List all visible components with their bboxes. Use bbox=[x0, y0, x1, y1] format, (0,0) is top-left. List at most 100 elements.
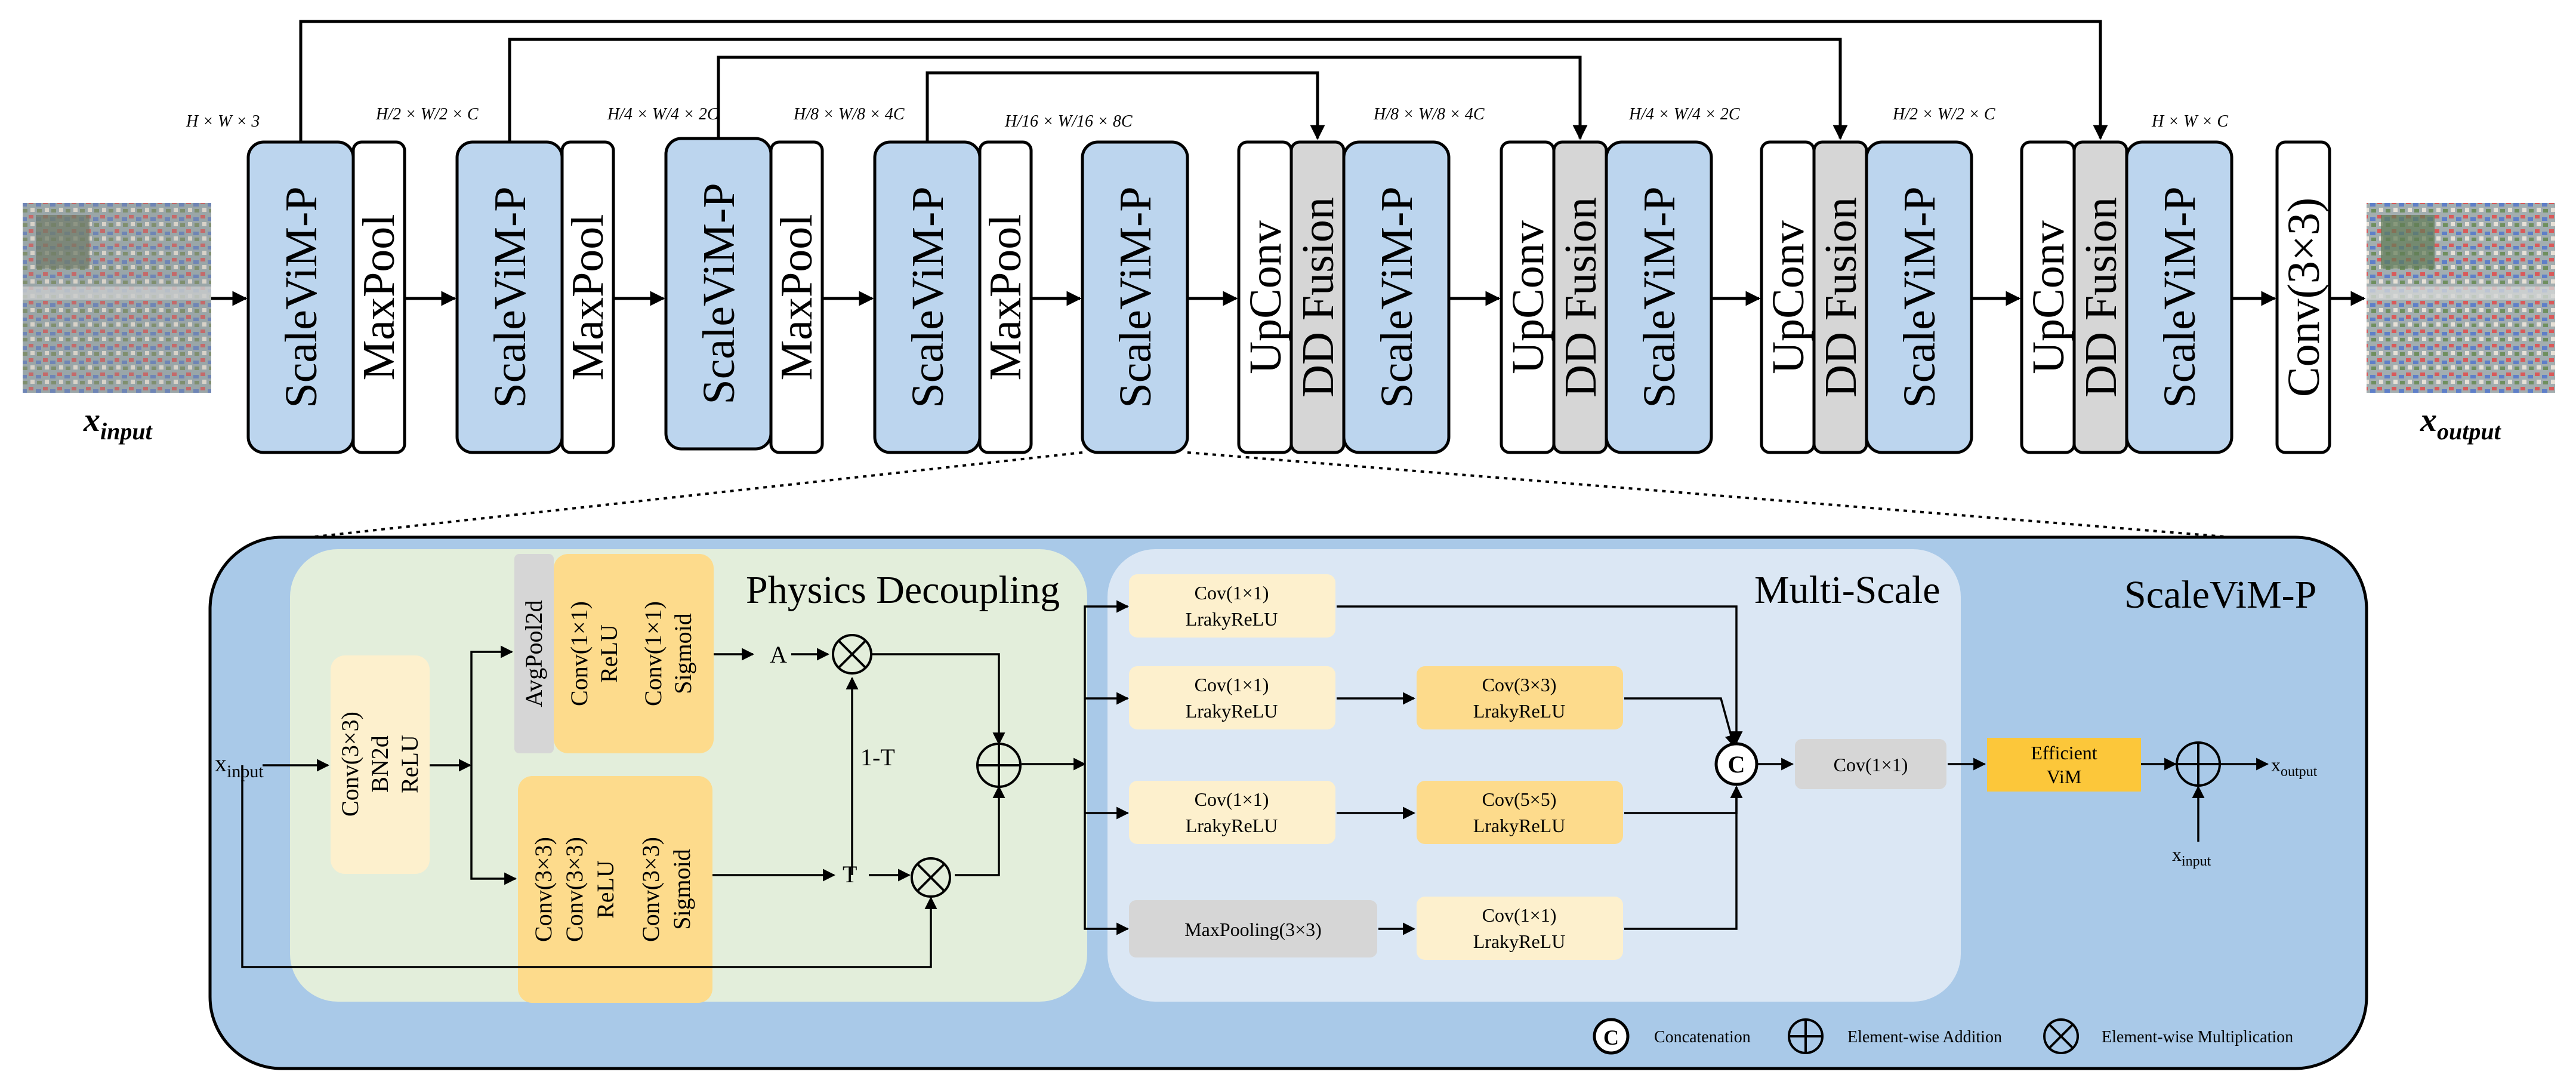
a-branch-label: ReLU bbox=[596, 624, 622, 683]
dim-label: H/2 × W/2 × C bbox=[375, 105, 479, 124]
ms-row3a-block: Cov(1×1) LrakyReLU bbox=[1129, 781, 1335, 844]
svg-text:MaxPooling(3×3): MaxPooling(3×3) bbox=[1184, 919, 1322, 940]
upconv-label: UpConv bbox=[2023, 220, 2074, 374]
svg-text:ViM: ViM bbox=[2047, 766, 2082, 787]
zoom-lines bbox=[310, 451, 2232, 538]
ms-row4b-block: Cov(1×1) LrakyReLU bbox=[1417, 897, 1623, 960]
svg-text:Cov(1×1): Cov(1×1) bbox=[1195, 582, 1269, 603]
legend-concat-label: Concatenation bbox=[1654, 1028, 1751, 1046]
svg-text:LrakyReLU: LrakyReLU bbox=[1473, 815, 1566, 836]
output-label: xoutput bbox=[2420, 402, 2502, 445]
scalevim-label: ScaleViM-P bbox=[1372, 186, 1422, 408]
conv-bn-label: Conv(3×3) bbox=[337, 712, 363, 817]
efficient-vim-block: Efficient ViM bbox=[1987, 738, 2141, 792]
final-conv-block: Conv(3×3) bbox=[2275, 140, 2331, 454]
svg-text:Efficient: Efficient bbox=[2031, 742, 2097, 763]
encoder-block-2: ScaleViM-P MaxPool bbox=[455, 140, 615, 454]
dim-label: H/8 × W/8 × 4C bbox=[793, 105, 905, 124]
conv-bn-label: BN2d bbox=[366, 735, 393, 793]
dd-fusion-label: DD Fusion bbox=[1816, 197, 1866, 398]
scalevim-label: ScaleViM-P bbox=[1110, 186, 1161, 408]
physics-title: Physics Decoupling bbox=[746, 568, 1060, 612]
legend-mul-label: Element-wise Multiplication bbox=[2102, 1028, 2293, 1046]
t-branch-label: Conv(3×3) bbox=[561, 837, 588, 942]
multiply-icon bbox=[832, 634, 872, 675]
upconv-label: UpConv bbox=[1241, 220, 1291, 374]
svg-text:LrakyReLU: LrakyReLU bbox=[1473, 931, 1566, 952]
input-label: xinput bbox=[83, 402, 153, 445]
conv-bn-relu-block bbox=[331, 655, 430, 874]
scalevim-label: ScaleViM-P bbox=[694, 183, 744, 404]
dd-fusion-label: DD Fusion bbox=[2076, 197, 2126, 398]
t-branch-label: Conv(3×3) bbox=[637, 837, 664, 942]
scalevim-label: ScaleViM-P bbox=[485, 186, 535, 408]
svg-text:LrakyReLU: LrakyReLU bbox=[1473, 700, 1566, 722]
dd-fusion-label: DD Fusion bbox=[1293, 197, 1343, 398]
scalevim-label: ScaleViM-P bbox=[276, 186, 326, 408]
bottleneck-block: ScaleViM-P bbox=[1081, 140, 1189, 454]
svg-text:Cov(1×1): Cov(1×1) bbox=[1195, 789, 1269, 810]
conv3x3-label: Conv(3×3) bbox=[2279, 198, 2329, 397]
t-branch-block bbox=[518, 776, 712, 1003]
ms-row2a-block: Cov(1×1) LrakyReLU bbox=[1129, 666, 1335, 729]
detail-x-input-2: xinput bbox=[2172, 843, 2211, 869]
input-image bbox=[23, 203, 211, 393]
add-legend-icon bbox=[1788, 1018, 1824, 1054]
scalevim-label: ScaleViM-P bbox=[1895, 186, 1945, 408]
svg-text:LrakyReLU: LrakyReLU bbox=[1186, 608, 1278, 630]
svg-text:Cov(3×3): Cov(3×3) bbox=[1482, 674, 1557, 695]
skip-connections bbox=[299, 20, 2108, 142]
svg-text:Cov(1×1): Cov(1×1) bbox=[1195, 674, 1269, 695]
conv-bn-label: ReLU bbox=[396, 735, 423, 793]
t-label: T bbox=[843, 861, 857, 888]
legend-add-label: Element-wise Addition bbox=[1847, 1028, 2002, 1046]
concat-icon: C bbox=[1714, 742, 1759, 786]
dimension-labels: H × W × 3 H/2 × W/2 × C H/4 × W/4 × 2C H… bbox=[186, 105, 2228, 131]
a-branch-block bbox=[554, 554, 714, 753]
mul-legend-icon bbox=[2043, 1018, 2079, 1054]
encoder-block-3: ScaleViM-P MaxPool bbox=[664, 137, 824, 454]
scalevim-label: ScaleViM-P bbox=[2155, 186, 2205, 408]
svg-text:Cov(1×1): Cov(1×1) bbox=[1834, 754, 1908, 775]
t-branch-label: Sigmoid bbox=[668, 849, 695, 930]
multiscale-title: Multi-Scale bbox=[1754, 568, 1941, 612]
avgpool-label: AvgPool2d bbox=[520, 600, 547, 707]
t-branch-label: Conv(3×3) bbox=[530, 837, 557, 942]
multi-scale-region bbox=[1107, 549, 1961, 1002]
ms-row2b-block: Cov(3×3) LrakyReLU bbox=[1417, 666, 1623, 729]
detail-x-input: xinput bbox=[215, 750, 264, 781]
detail-title: ScaleViM-P bbox=[2124, 573, 2316, 617]
ms-row3b-block: Cov(5×5) LrakyReLU bbox=[1417, 781, 1623, 844]
svg-text:C: C bbox=[1728, 751, 1745, 778]
concat-legend-icon: C bbox=[1593, 1018, 1630, 1055]
decoder-block-4: UpConv DD Fusion ScaleViM-P bbox=[2020, 140, 2233, 454]
dim-label: H × W × 3 bbox=[186, 112, 260, 131]
add-icon bbox=[976, 743, 1022, 788]
decoder-block-1: UpConv DD Fusion ScaleViM-P bbox=[1237, 140, 1451, 454]
one-minus-t-label: 1-T bbox=[860, 744, 895, 771]
dim-label: H/8 × W/8 × 4C bbox=[1373, 105, 1485, 124]
multiply-icon bbox=[911, 857, 951, 898]
scalevim-label: ScaleViM-P bbox=[903, 186, 953, 408]
physics-decoupling-region bbox=[290, 549, 1087, 1002]
upconv-label: UpConv bbox=[1763, 220, 1813, 374]
decoder-block-2: UpConv DD Fusion ScaleViM-P bbox=[1500, 140, 1713, 454]
a-branch-label: Conv(1×1) bbox=[566, 601, 593, 706]
dim-label: H × W × C bbox=[2151, 112, 2228, 131]
upconv-label: UpConv bbox=[1503, 220, 1553, 374]
ms-row4a-block: MaxPooling(3×3) bbox=[1129, 900, 1377, 957]
svg-text:Cov(1×1): Cov(1×1) bbox=[1482, 904, 1557, 926]
physics-wiring bbox=[241, 645, 1087, 968]
legend: C Concatenation Element-wise Addition El… bbox=[1593, 1018, 2293, 1055]
multiscale-wiring bbox=[1084, 600, 2269, 935]
dim-label: H/4 × W/4 × 2C bbox=[1628, 105, 1740, 124]
ms-row1-block: Cov(1×1) LrakyReLU bbox=[1129, 574, 1335, 638]
svg-text:C: C bbox=[1603, 1026, 1619, 1049]
dd-fusion-label: DD Fusion bbox=[1556, 197, 1606, 398]
svg-text:LrakyReLU: LrakyReLU bbox=[1186, 815, 1278, 836]
maxpool-label: MaxPool bbox=[980, 214, 1031, 381]
maxpool-label: MaxPool bbox=[354, 214, 404, 381]
encoder-block-1: ScaleViM-P MaxPool bbox=[246, 140, 406, 454]
a-label: A bbox=[770, 641, 787, 668]
